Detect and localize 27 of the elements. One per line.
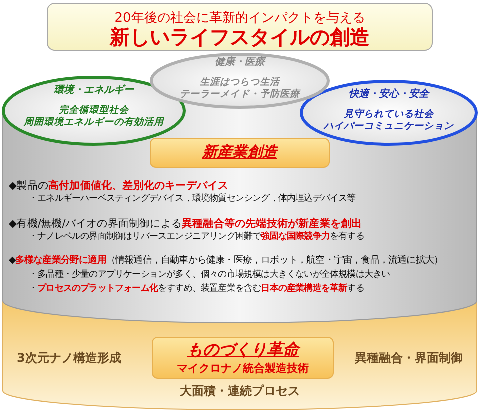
bullet-text: ◆製品の高付加価値化、差別化のキーデバイス bbox=[9, 179, 229, 193]
category-text: 完全循環型社会 bbox=[58, 105, 130, 116]
core-technology-box bbox=[152, 337, 334, 379]
category-heading: 快適・安心・安全 bbox=[348, 87, 431, 101]
bullet-text: ◆多様な産業分野に適用（情報通信，自動車から健康・医療，ロボット，航空・宇宙，食品，流通に拡大） bbox=[9, 254, 444, 267]
process-label: 大面積・連続プロセス bbox=[179, 383, 301, 400]
category-text: ハイパーコミュニケーション bbox=[322, 121, 455, 133]
bullet-text: ◆有機/無機/バイオの界面制御による異種融合等の先端技術が新産業を創出 bbox=[9, 217, 362, 231]
category-heading: 健康・医療 bbox=[214, 55, 268, 69]
subheading-text: マイクロナノ統合製造技術 bbox=[176, 361, 310, 376]
category-text: 生涯はつらつ生活 bbox=[199, 77, 282, 89]
sub-bullet-text: ・プロセスのプラットフォーム化をすすめ、装置産業を含む日本の産業構造を革新する bbox=[29, 282, 364, 295]
category-text: テーラーメイド・予防医療 bbox=[179, 89, 302, 101]
label-box bbox=[150, 138, 330, 168]
side-label: 異種融合・界面制御 bbox=[355, 350, 463, 367]
sub-bullet-text: ・エネルギーハーベスティングデバイス，環境物質センシング，体内埋込デバイス等 bbox=[29, 192, 356, 205]
heading-text: 新産業創造 bbox=[201, 143, 280, 162]
side-label: 3次元ナノ構造形成 bbox=[17, 350, 122, 367]
sub-bullet-text: ・ナノレベルの界面制御はリバースエンジニアリング困難で強固な国際競争力を有する bbox=[29, 230, 364, 243]
category-text: 周囲環境エネルギーの有効活用 bbox=[23, 117, 166, 129]
category-text: 見守られている社会 bbox=[342, 109, 436, 121]
heading-text: ものづくり革命 bbox=[186, 340, 302, 361]
subtitle-text: 20年後の社会に革新的インパクトを与える bbox=[114, 10, 366, 26]
sub-bullet-text: ・多品種・少量のアプリケーションが多く、個々の市場規模は大きくないが全体規模は大きい bbox=[29, 268, 390, 281]
category-heading: 環境・エネルギー bbox=[53, 83, 136, 97]
title-banner bbox=[47, 3, 433, 51]
title-text: 新しいライフスタイルの創造 bbox=[108, 24, 371, 51]
